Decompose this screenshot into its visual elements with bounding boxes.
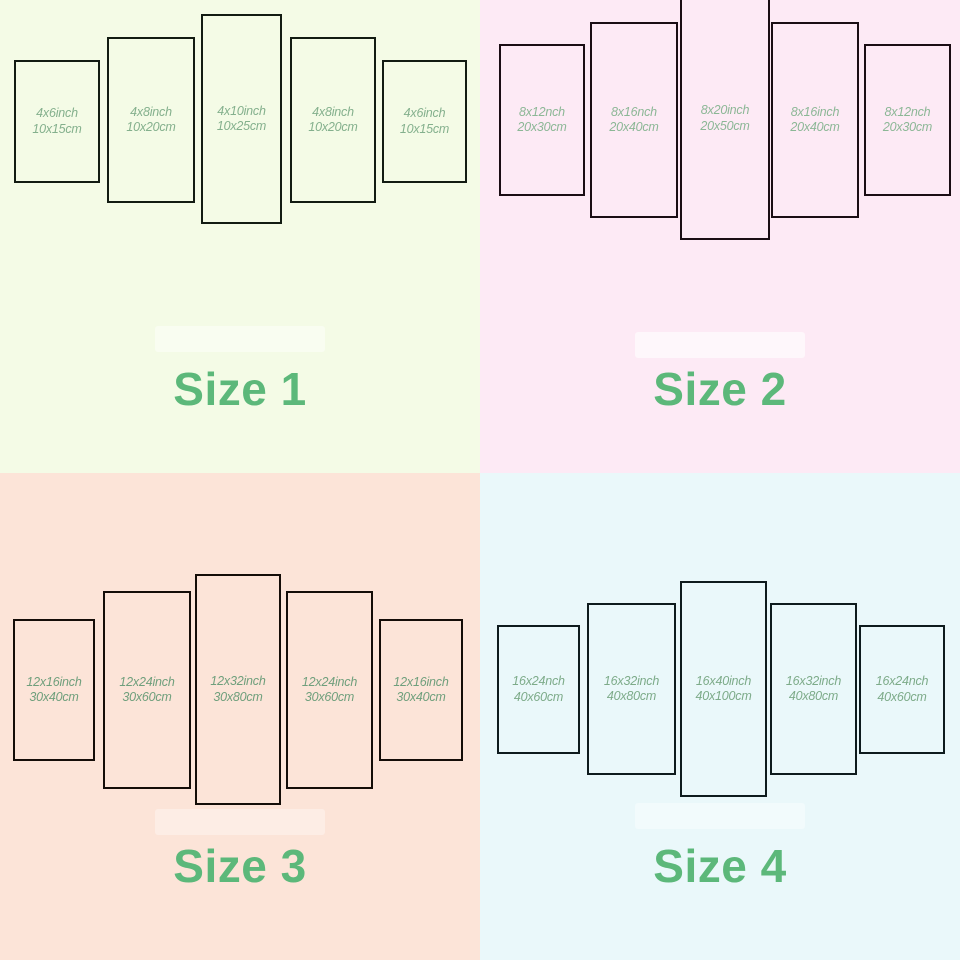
size-title: Size 1 (173, 363, 307, 415)
canvas-frame[interactable]: 12x16inch 30x40cm (379, 619, 463, 761)
frame-size-cm: 30x40cm (396, 690, 446, 704)
frame-size-cm: 10x15cm (32, 121, 82, 136)
frame-size-cm: 10x20cm (308, 120, 358, 134)
frame-size-cm: 10x25cm (216, 119, 267, 133)
frame-size-label: 12x16inch 30x40cm (26, 675, 81, 706)
frame-size-cm: 40x80cm (788, 689, 839, 703)
frame-size-cm: 30x60cm (122, 690, 172, 704)
frame-size-inch: 16x40inch (695, 673, 752, 688)
frame-size-label: 8x16nch 20x40cm (609, 104, 659, 136)
canvas-frame[interactable]: 16x24nch 40x60cm (859, 625, 945, 754)
frame-size-inch: 4x6inch (36, 106, 78, 121)
canvas-frame[interactable]: 16x32inch 40x80cm (770, 603, 857, 775)
frame-size-cm: 30x80cm (213, 689, 263, 704)
frame-size-inch: 8x16inch (790, 104, 840, 119)
canvas-frame[interactable]: 4x6inch 10x15cm (382, 60, 467, 183)
canvas-frame[interactable]: 12x32inch 30x80cm (195, 574, 281, 805)
frame-size-cm: 10x20cm (126, 120, 176, 134)
frame-size-cm: 40x60cm (513, 689, 564, 704)
frame-size-label: 12x24inch 30x60cm (119, 675, 174, 706)
canvas-frame[interactable]: 4x8inch 10x20cm (290, 37, 376, 203)
canvas-frame[interactable]: 4x6inch 10x15cm (14, 60, 100, 183)
frame-size-inch: 4x8inch (312, 104, 354, 119)
size-panel-size-2: 8x12nch 20x30cm 8x16nch 20x40cm 8x20inch… (480, 0, 960, 473)
frame-size-inch: 16x24nch (512, 674, 565, 689)
frame-size-cm: 40x100cm (695, 689, 752, 703)
frame-size-cm: 20x40cm (790, 120, 840, 134)
frame-size-label: 12x16inch 30x40cm (393, 675, 448, 706)
frame-size-label: 8x12nch 20x30cm (517, 104, 567, 136)
frame-size-inch: 8x12nch (884, 104, 931, 119)
frame-size-label: 8x12nch 20x30cm (882, 104, 933, 136)
canvas-frame[interactable]: 12x24inch 30x60cm (103, 591, 191, 789)
frame-size-inch: 4x10inch (217, 103, 266, 118)
size-panel-size-3: 12x16inch 30x40cm 12x24inch 30x60cm 12x3… (0, 473, 480, 960)
frame-size-label: 4x8inch 10x20cm (308, 104, 358, 136)
frame-cluster-size-4: 16x24nch 40x60cm 16x32inch 40x80cm 16x40… (480, 473, 960, 813)
frame-size-cm: 30x40cm (29, 690, 79, 704)
frame-size-inch: 12x32inch (210, 674, 266, 689)
frame-size-label: 16x24nch 40x60cm (512, 674, 565, 705)
frame-size-cm: 20x30cm (882, 120, 933, 134)
frame-size-label: 16x32inch 40x80cm (604, 674, 659, 705)
canvas-frame[interactable]: 16x40inch 40x100cm (680, 581, 767, 797)
canvas-frame[interactable]: 16x24nch 40x60cm (497, 625, 580, 754)
canvas-frame[interactable]: 12x24inch 30x60cm (286, 591, 373, 789)
frame-size-inch: 12x16inch (393, 674, 449, 689)
frame-size-label: 8x20inch 20x50cm (700, 103, 750, 134)
canvas-frame[interactable]: 4x10inch 10x25cm (201, 14, 282, 224)
size-title: Size 3 (173, 840, 307, 892)
frame-cluster-size-2: 8x12nch 20x30cm 8x16nch 20x40cm 8x20inch… (480, 0, 960, 340)
frame-size-inch: 8x16nch (611, 104, 657, 119)
frame-size-label: 4x8inch 10x20cm (126, 104, 176, 136)
frame-size-cm: 40x60cm (877, 689, 927, 704)
frame-size-inch: 16x24nch (875, 674, 929, 689)
frame-size-inch: 8x20inch (700, 103, 750, 118)
frame-size-label: 8x16inch 20x40cm (790, 104, 840, 136)
frame-size-label: 12x24inch 30x60cm (302, 675, 357, 706)
canvas-frame[interactable]: 4x8inch 10x20cm (107, 37, 195, 203)
size-panel-size-1: 4x6inch 10x15cm 4x8inch 10x20cm 4x10inch… (0, 0, 480, 473)
canvas-frame[interactable]: 8x12nch 20x30cm (499, 44, 585, 196)
canvas-frame[interactable]: 12x16inch 30x40cm (13, 619, 95, 761)
frame-size-inch: 16x32inch (785, 673, 842, 688)
size-title: Size 2 (653, 363, 787, 415)
frame-size-cm: 30x60cm (304, 690, 355, 704)
canvas-frame[interactable]: 16x32inch 40x80cm (587, 603, 676, 775)
frame-size-label: 12x32inch 30x80cm (210, 674, 265, 705)
canvas-frame[interactable]: 8x16inch 20x40cm (771, 22, 859, 218)
frame-size-inch: 8x12nch (519, 104, 565, 119)
canvas-frame[interactable]: 8x16nch 20x40cm (590, 22, 678, 218)
frame-size-label: 4x6inch 10x15cm (399, 106, 450, 137)
frame-size-label: 16x24nch 40x60cm (876, 674, 929, 705)
frame-size-inch: 12x16inch (26, 674, 82, 689)
frame-size-cm: 10x15cm (399, 121, 450, 136)
frame-size-inch: 4x8inch (130, 104, 172, 119)
frame-size-label: 4x6inch 10x15cm (32, 106, 82, 137)
size-panel-size-4: 16x24nch 40x60cm 16x32inch 40x80cm 16x40… (480, 473, 960, 960)
frame-size-cm: 20x30cm (517, 120, 567, 134)
frame-size-cm: 20x50cm (700, 118, 750, 133)
frame-size-label: 16x40inch 40x100cm (695, 674, 751, 705)
frame-size-inch: 12x24inch (301, 674, 358, 689)
frame-size-label: 4x10inch 10x25cm (216, 103, 267, 135)
canvas-frame[interactable]: 8x12nch 20x30cm (864, 44, 951, 196)
frame-size-inch: 12x24inch (119, 674, 175, 689)
frame-size-cm: 20x40cm (609, 120, 659, 134)
frame-size-cm: 40x80cm (606, 689, 657, 703)
frame-size-inch: 4x6inch (403, 106, 446, 121)
frame-cluster-size-3: 12x16inch 30x40cm 12x24inch 30x60cm 12x3… (0, 473, 480, 813)
frame-cluster-size-1: 4x6inch 10x15cm 4x8inch 10x20cm 4x10inch… (0, 0, 480, 340)
size-title: Size 4 (653, 840, 787, 892)
frame-size-label: 16x32inch 40x80cm (786, 674, 841, 705)
frame-size-inch: 16x32inch (603, 673, 660, 688)
canvas-frame[interactable]: 8x20inch 20x50cm (680, 0, 770, 240)
